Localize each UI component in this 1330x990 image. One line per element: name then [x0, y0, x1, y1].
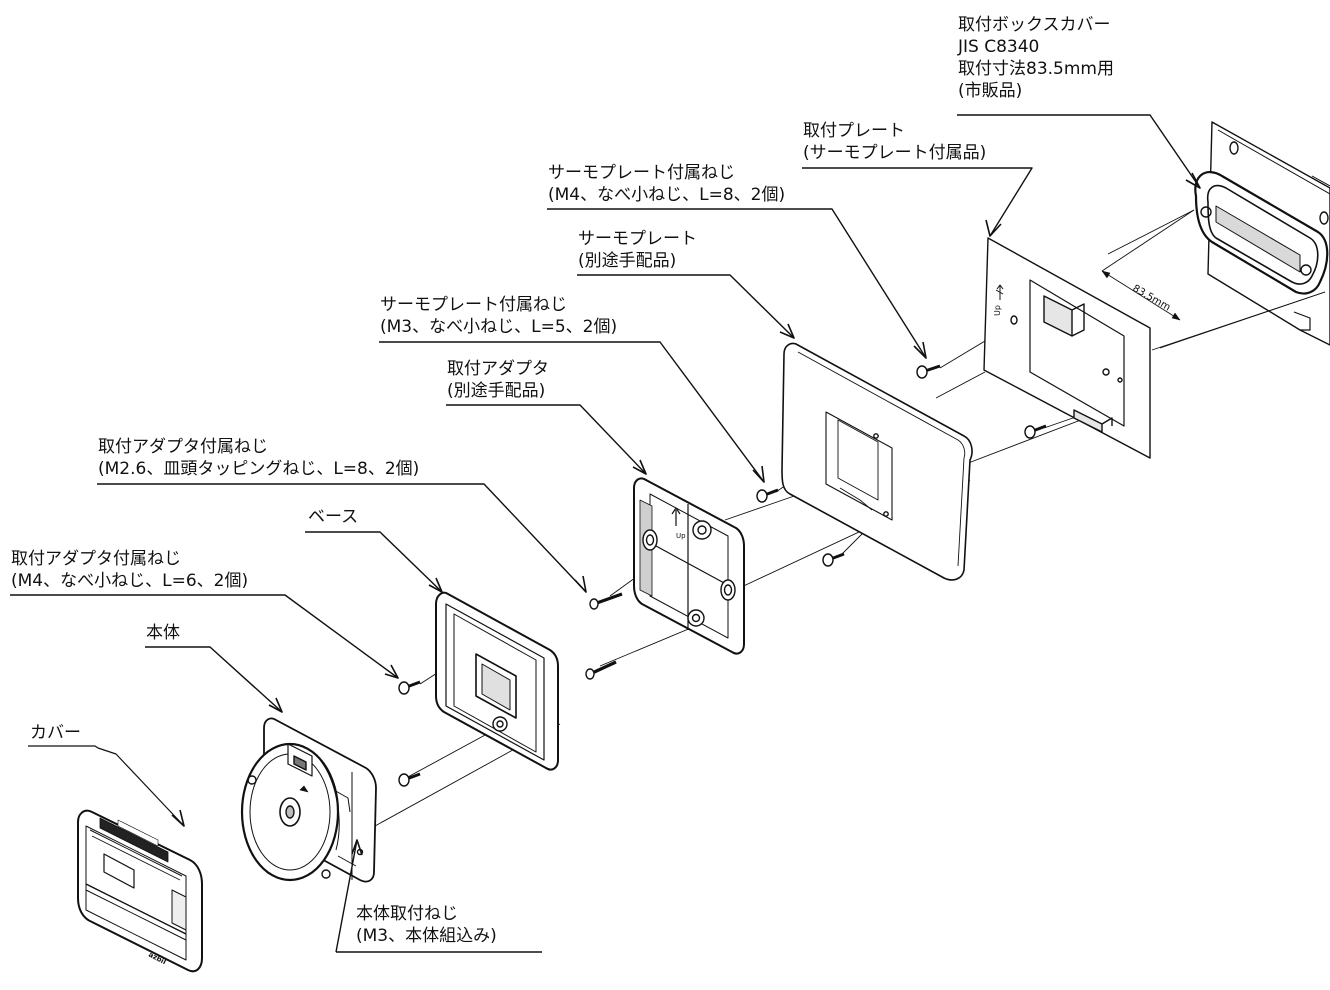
- thermo-plate: [781, 342, 973, 581]
- label-thermo-plate-screws-m4-line1: サーモプレート付属ねじ: [548, 163, 735, 183]
- label-box-cover-line1: 取付ボックスカバー: [958, 15, 1111, 35]
- label-thermo-plate-screws-m3-line2: (M3、なべ小ねじ、L=5、2個): [380, 317, 618, 337]
- up-mark-plate: Up: [993, 305, 1002, 316]
- label-body: 本体: [146, 622, 180, 644]
- label-mounting-plate: 取付プレート (サーモプレート付属品): [803, 120, 986, 164]
- label-mounting-plate-line1: 取付プレート: [803, 121, 905, 141]
- label-base-line1: ベース: [308, 507, 359, 527]
- label-adapter-line2: (別途手配品): [447, 381, 546, 401]
- label-thermo-plate-screws-m4: サーモプレート付属ねじ (M4、なべ小ねじ、L=8、2個): [548, 162, 785, 206]
- label-body-screw-line1: 本体取付ねじ: [356, 904, 458, 924]
- up-mark-adapter: Up: [676, 532, 686, 540]
- screw-m2-6-adapter-lower: [585, 660, 617, 680]
- front-cover: azbil: [77, 809, 203, 973]
- label-adapter-screws-m2-6-line2: (M2.6、皿頭タッピングねじ、L=8、2個): [98, 459, 420, 479]
- label-cover: カバー: [30, 722, 81, 744]
- label-thermo-plate-screws-m3-line1: サーモプレート付属ねじ: [380, 295, 567, 315]
- label-box-cover-line4: (市販品): [958, 81, 1023, 101]
- label-thermo-plate: サーモプレート (別途手配品): [578, 228, 697, 272]
- dimension-text: 83.5mm: [1131, 283, 1173, 313]
- label-body-screw: 本体取付ねじ (M3、本体組込み): [356, 903, 497, 947]
- label-thermo-plate-screws-m3: サーモプレート付属ねじ (M3、なべ小ねじ、L=5、2個): [380, 294, 617, 338]
- mounting-adapter: Up: [633, 477, 745, 655]
- screw-m4-thermo-upper: [916, 364, 941, 379]
- label-thermo-plate-line2: (別途手配品): [578, 251, 677, 271]
- label-adapter-screws-m2-6-line1: 取付アダプタ付属ねじ: [98, 437, 268, 457]
- label-adapter: 取付アダプタ (別途手配品): [447, 358, 549, 402]
- label-adapter-screws-m2-6: 取付アダプタ付属ねじ (M2.6、皿頭タッピングねじ、L=8、2個): [98, 436, 419, 480]
- label-mounting-plate-line2: (サーモプレート付属品): [803, 143, 987, 163]
- label-body-screw-line2: (M3、本体組込み): [356, 926, 497, 946]
- screw-m4-adapter-lower: [398, 772, 421, 787]
- label-adapter-line1: 取付アダプタ: [447, 359, 549, 379]
- label-adapter-screws-m4: 取付アダプタ付属ねじ (M4、なべ小ねじ、L=6、2個): [11, 548, 248, 592]
- screw-m4-thermo-lower: [1024, 424, 1047, 439]
- mounting-plate: Up: [983, 237, 1151, 459]
- label-cover-line1: カバー: [30, 723, 81, 743]
- leader-lines: [10, 114, 1201, 953]
- label-box-cover-line3: 取付寸法83.5mm用: [958, 59, 1114, 79]
- label-thermo-plate-line1: サーモプレート: [578, 229, 697, 249]
- label-adapter-screws-m4-line1: 取付アダプタ付属ねじ: [11, 549, 181, 569]
- label-box-cover-line2: JIS C8340: [958, 37, 1040, 57]
- label-body-line1: 本体: [146, 623, 180, 643]
- screw-m3-thermo-lower: [822, 552, 845, 567]
- mounting-box-cover: [1194, 121, 1330, 346]
- screw-m4-adapter-upper: [398, 680, 421, 695]
- label-base: ベース: [308, 506, 358, 528]
- label-adapter-screws-m4-line2: (M4、なべ小ねじ、L=6、2個): [11, 571, 249, 591]
- label-thermo-plate-screws-m4-line2: (M4、なべ小ねじ、L=8、2個): [548, 185, 786, 205]
- label-box-cover: 取付ボックスカバー JIS C8340 取付寸法83.5mm用 (市販品): [958, 14, 1114, 102]
- screw-m2-6-adapter-upper: [589, 592, 623, 610]
- screw-m3-thermo-upper: [756, 488, 779, 503]
- base: [435, 591, 559, 771]
- main-body: [240, 717, 377, 883]
